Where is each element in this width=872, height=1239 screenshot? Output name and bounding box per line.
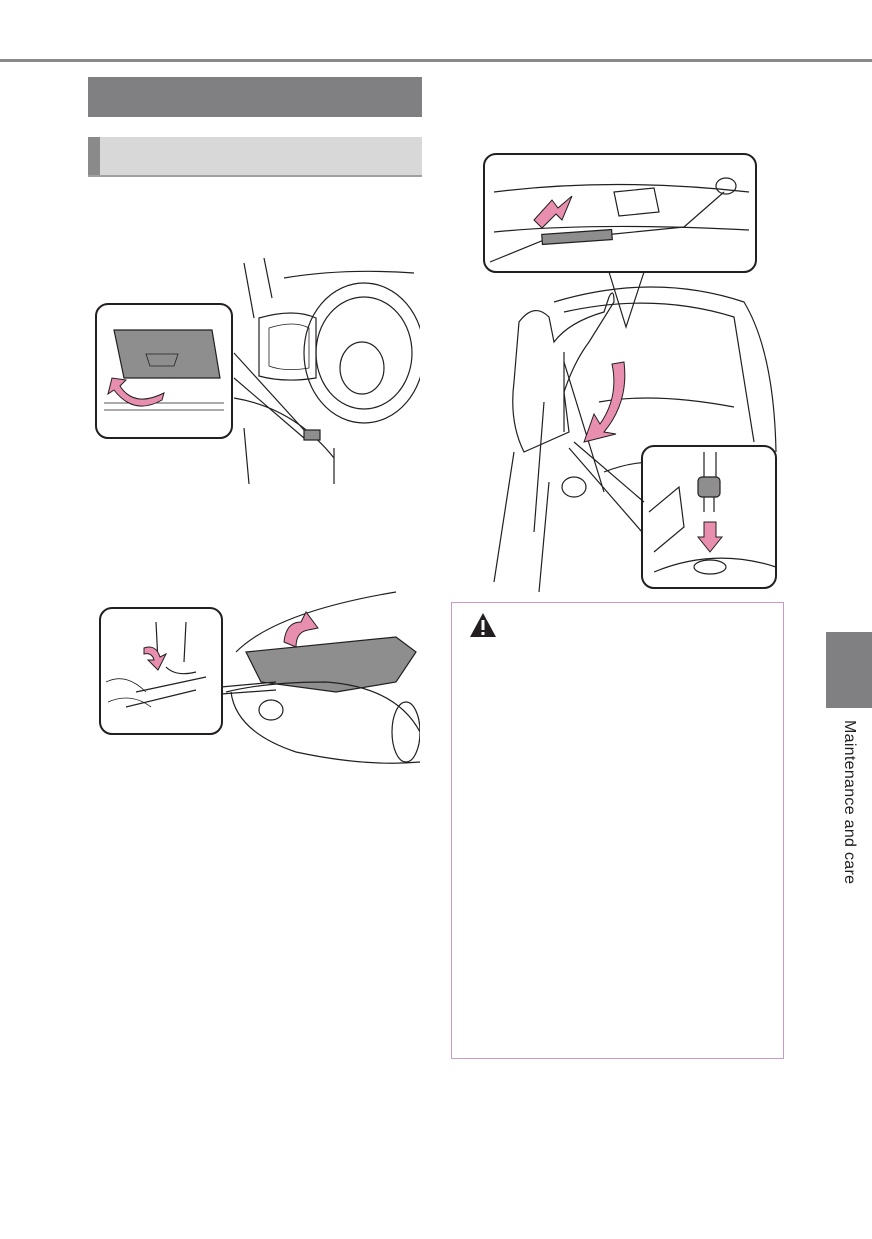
- warning-box: [451, 602, 784, 1059]
- hood-latch-figure: [99, 591, 420, 764]
- warning-triangle-icon: [470, 613, 496, 637]
- top-rule: [0, 59, 872, 62]
- subsection-accent: [88, 137, 100, 175]
- hood-release-lever-figure: [95, 258, 420, 484]
- chapter-label: Maintenance and care: [841, 720, 858, 885]
- chapter-tab: [826, 632, 872, 708]
- subsection-header-bar: [88, 137, 422, 177]
- section-header-bar: [88, 77, 422, 117]
- hood-support-rod-figure: [483, 153, 777, 592]
